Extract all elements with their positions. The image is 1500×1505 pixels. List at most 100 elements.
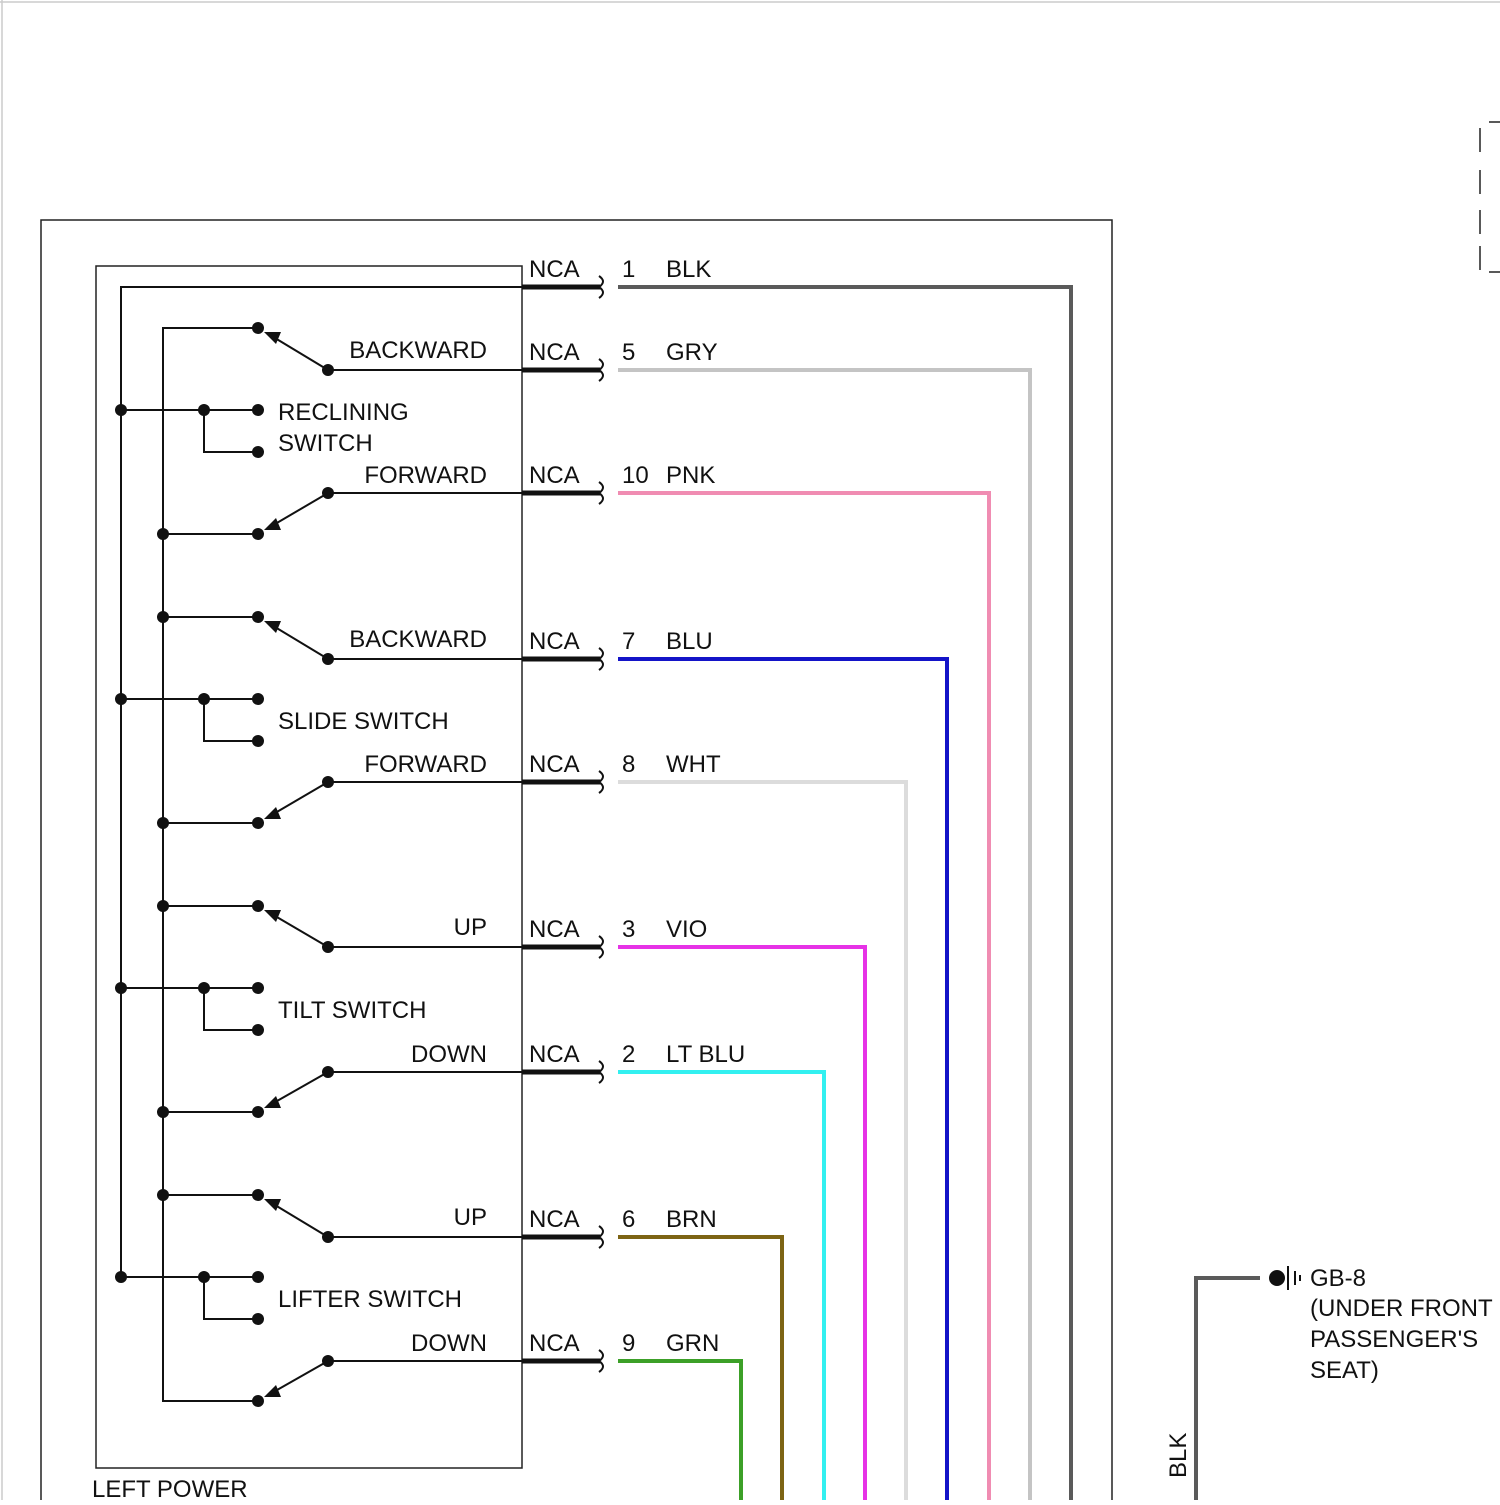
harness-code-label: NCA	[529, 1330, 580, 1357]
upper-contact	[252, 1189, 264, 1201]
harness-code-label: NCA	[529, 751, 580, 778]
pin-number-label: 1	[622, 256, 635, 283]
wire-run	[618, 1072, 824, 1500]
bus-junction	[157, 817, 169, 829]
wire-color-label: BLU	[666, 628, 713, 655]
component-label: LEFT POWER	[92, 1476, 248, 1500]
pin-number-label: 3	[622, 916, 635, 943]
wire-color-label: GRN	[666, 1330, 719, 1357]
lower-position-label: FORWARD	[364, 751, 487, 778]
outer-bus-junction	[115, 982, 127, 994]
center-contact-b	[252, 1024, 264, 1036]
switch-lifter-switch: UP DOWN LIFTER SWITCH	[121, 1195, 522, 1397]
lower-blade	[270, 1072, 328, 1105]
upper-output-terminal	[322, 941, 334, 953]
upper-blade-arrow	[264, 621, 281, 633]
ground-wire-color-label: BLK	[1165, 1433, 1192, 1478]
lower-blade-arrow	[264, 518, 281, 530]
pin-number-label: 10	[622, 462, 649, 489]
wire-run	[618, 782, 906, 1500]
connector-symbol-left	[599, 1061, 603, 1083]
wire-pnk: NCA 10 PNK	[522, 462, 989, 1500]
center-junction	[198, 982, 210, 994]
wire-wht: NCA 8 WHT	[522, 751, 906, 1500]
center-contact-a	[252, 982, 264, 994]
lower-blade-arrow	[264, 1385, 281, 1397]
pin-number-label: 8	[622, 751, 635, 778]
center-branch	[204, 1277, 258, 1319]
switch-name-label: LIFTER SWITCH	[278, 1286, 462, 1313]
wire-run	[618, 1237, 782, 1500]
switch-reclining-switch: BACKWARDFORWARDRECLININGSWITCH	[121, 332, 522, 534]
wire-color-label: LT BLU	[666, 1041, 745, 1068]
upper-blade-arrow	[264, 910, 281, 922]
wire-lt-blu: NCA 2 LT BLU	[522, 1041, 824, 1500]
outer-bus-junction	[115, 1271, 127, 1283]
wire-color-label: PNK	[666, 462, 715, 489]
lower-position-label: DOWN	[411, 1330, 487, 1357]
upper-position-label: UP	[454, 1204, 487, 1231]
connector-symbol-left	[599, 771, 603, 793]
center-branch	[204, 699, 258, 741]
upper-contact	[252, 900, 264, 912]
center-junction	[198, 693, 210, 705]
center-branch	[204, 988, 258, 1030]
upper-blade-arrow	[264, 332, 281, 344]
pin-number-label: 7	[622, 628, 635, 655]
connector-symbol-left	[599, 359, 603, 381]
pin-number-label: 6	[622, 1206, 635, 1233]
upper-output-terminal	[322, 1231, 334, 1243]
wire-color-label: VIO	[666, 916, 707, 943]
pin-number-label: 2	[622, 1041, 635, 1068]
connector-symbol-left	[599, 936, 603, 958]
center-contact-b	[252, 735, 264, 747]
upper-position-label: BACKWARD	[349, 626, 487, 653]
harness-code-label: NCA	[529, 1041, 580, 1068]
connector-symbol-left	[599, 648, 603, 670]
upper-blade	[270, 913, 328, 947]
switch-name-label-line-2: SWITCH	[278, 430, 373, 457]
upper-contact	[252, 322, 264, 334]
lower-blade	[270, 782, 328, 816]
center-contact-b	[252, 1313, 264, 1325]
lower-position-label: FORWARD	[364, 462, 487, 489]
bus-junction	[157, 1106, 169, 1118]
outer-bus-junction	[115, 404, 127, 416]
ground-section: GB-8 (UNDER FRONT PASSENGER'S SEAT) BLK	[1165, 1265, 1493, 1500]
lower-position-label: DOWN	[411, 1041, 487, 1068]
outer-bus-junction	[115, 693, 127, 705]
connector-symbol-left	[599, 1350, 603, 1372]
center-contact-a	[252, 404, 264, 416]
wire-color-label: WHT	[666, 751, 721, 778]
ground-location-line-3: SEAT)	[1310, 1357, 1379, 1384]
lower-blade	[270, 1361, 328, 1394]
ground-point	[1269, 1270, 1285, 1286]
lower-contact	[252, 528, 264, 540]
bus-junction	[157, 1189, 169, 1201]
lower-blade	[270, 493, 328, 527]
center-contact-a	[252, 1271, 264, 1283]
lower-blade-arrow	[264, 1096, 281, 1108]
lower-contact	[252, 1106, 264, 1118]
center-junction	[198, 1271, 210, 1283]
ground-location-line-1: (UNDER FRONT	[1310, 1295, 1493, 1322]
connector-symbol-left	[599, 276, 603, 298]
center-junction	[198, 404, 210, 416]
dashed-component-outline	[1480, 122, 1500, 272]
upper-output-terminal	[322, 653, 334, 665]
harness-code-label: NCA	[529, 339, 580, 366]
lower-contact	[252, 817, 264, 829]
ground-wire	[1196, 1278, 1260, 1500]
harness-code-label: NCA	[529, 462, 580, 489]
switch-name-label: SLIDE SWITCH	[278, 708, 449, 735]
bus-junction	[157, 900, 169, 912]
harness-code-label: NCA	[529, 1206, 580, 1233]
pin-number-label: 9	[622, 1330, 635, 1357]
bus-junction	[157, 528, 169, 540]
switch-name-label: TILT SWITCH	[278, 997, 426, 1024]
